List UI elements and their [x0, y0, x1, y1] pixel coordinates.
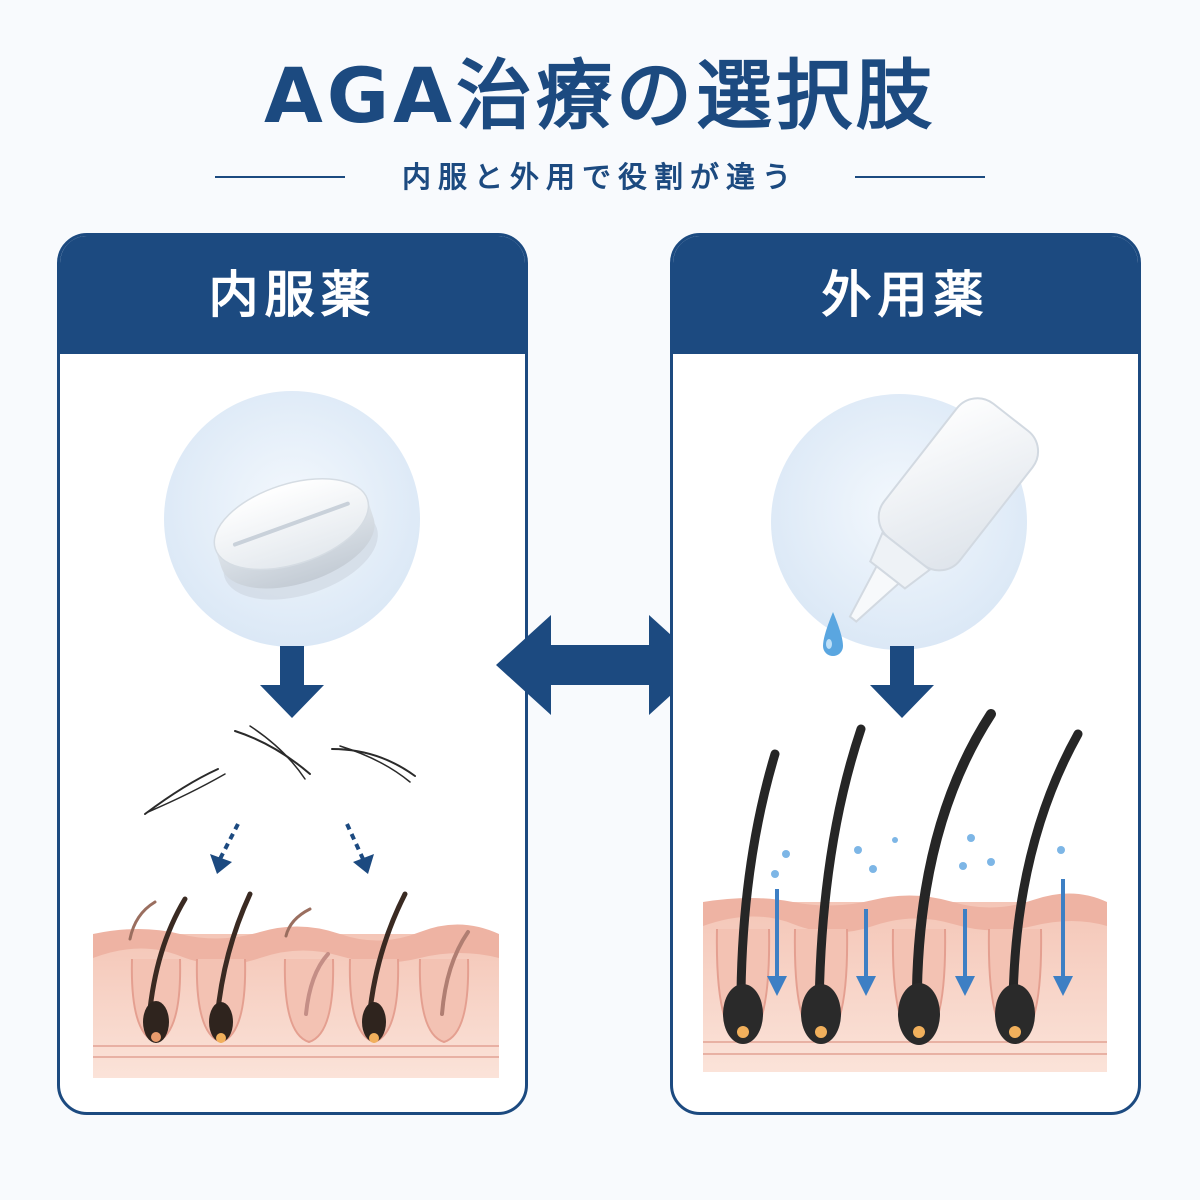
absorbing-droplets — [771, 834, 1065, 878]
oral-panel-title: 内服薬 — [208, 266, 377, 324]
shed-hairs — [144, 725, 416, 815]
arrow-down-icon — [870, 646, 934, 718]
topical-panel-title: 外用薬 — [821, 266, 990, 324]
topical-medicine-panel: 外用薬 — [670, 233, 1141, 1115]
topical-panel-header: 外用薬 — [673, 236, 1138, 354]
dropper-bottle-icon — [823, 397, 1040, 656]
scalp-cross-section — [703, 709, 1107, 1072]
page-title: AGA治療の選択肢 — [263, 51, 937, 140]
tablet-pill-icon — [213, 477, 378, 600]
double-arrow-icon — [496, 615, 704, 715]
penetration-arrows — [767, 879, 1073, 996]
thick-hairs — [723, 709, 1083, 1045]
subtitle-divider-right — [855, 176, 985, 178]
subtitle-row: 内服と外用で役割が違う — [215, 155, 985, 199]
oral-panel-header: 内服薬 — [60, 236, 525, 354]
subtitle: 内服と外用で役割が違う — [401, 160, 798, 194]
subtitle-divider-left — [215, 176, 345, 178]
oral-medicine-panel: 内服薬 — [57, 233, 528, 1115]
arrow-down-icon — [260, 646, 324, 718]
scalp-cross-section — [93, 891, 499, 1078]
thin-hairs — [128, 891, 470, 1043]
oral-illustration — [93, 391, 499, 1078]
topical-illustration — [703, 394, 1107, 1072]
dashed-arrows — [210, 823, 374, 874]
